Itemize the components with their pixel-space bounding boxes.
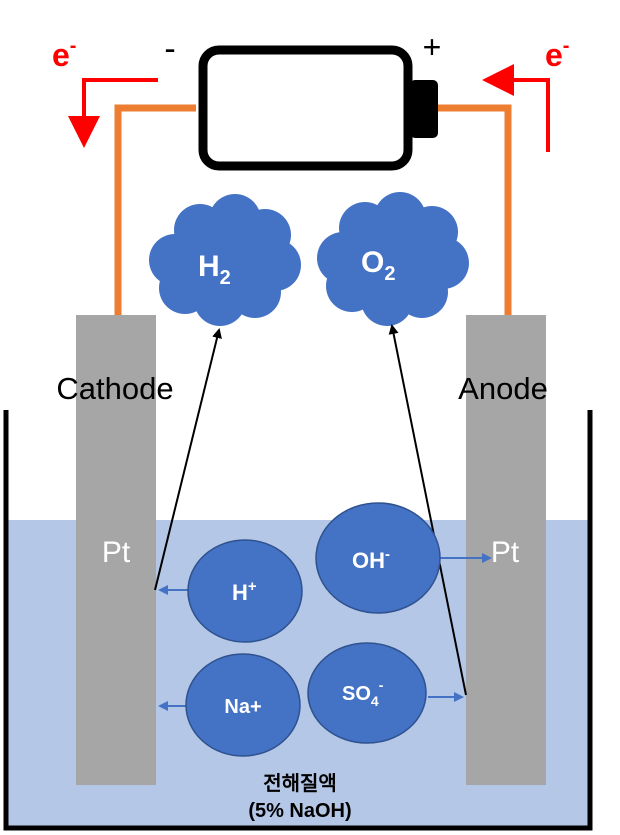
- electron-label-right: e-: [545, 35, 569, 73]
- h-ion: [187, 539, 303, 643]
- so4-ion-label: SO4-: [342, 677, 384, 709]
- battery-positive-sign: +: [423, 29, 442, 65]
- beaker: [3, 410, 593, 831]
- electrolyte-name: 전해질액: [263, 772, 337, 795]
- cathode-label: Cathode: [56, 371, 173, 406]
- h2-rise-arrow: [154, 328, 222, 591]
- anode-material-label: Pt: [491, 536, 520, 569]
- oh-ion-label: OH-: [352, 546, 390, 573]
- battery-terminal: [410, 80, 438, 138]
- battery-negative-sign: -: [164, 30, 175, 68]
- na-ion-label: Na+: [224, 696, 261, 718]
- anode-electrode: [466, 315, 546, 785]
- h-ion-label: H+: [232, 578, 257, 605]
- oh-ion: [315, 502, 441, 614]
- wire-positive: [436, 104, 512, 316]
- o2-rise-arrow: [388, 324, 467, 696]
- h2-gas-label: H2: [198, 250, 231, 289]
- h2-gas-cloud: [149, 194, 301, 326]
- na-ion: [185, 653, 301, 757]
- wire-negative: [114, 104, 196, 316]
- o2-gas-cloud: [317, 192, 469, 326]
- o2-gas-label: O2: [361, 246, 395, 285]
- electron-arrow-right: [482, 64, 550, 152]
- battery-body: [198, 45, 413, 171]
- electrolyte-formula: (5% NaOH): [248, 800, 351, 822]
- anode-label: Anode: [458, 371, 548, 406]
- so4-ion: [307, 642, 427, 744]
- cathode-material-label: Pt: [102, 536, 131, 569]
- electron-arrow-left: [68, 78, 158, 148]
- electron-label-left: e-: [52, 35, 76, 73]
- cathode-electrode: [76, 315, 156, 785]
